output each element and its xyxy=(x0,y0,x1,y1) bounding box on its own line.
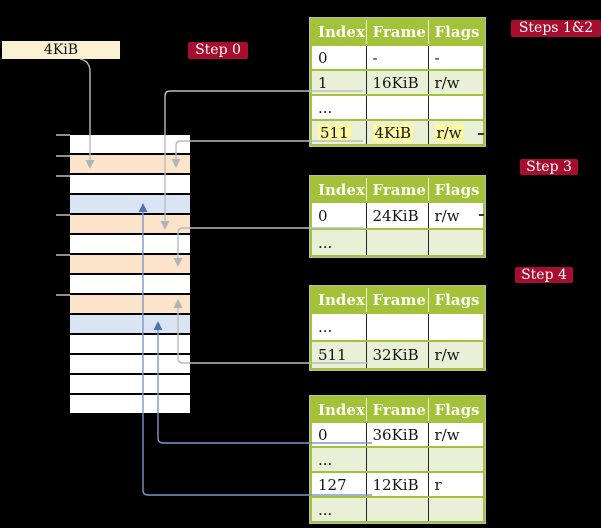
memory-row-peach xyxy=(70,255,190,273)
table-row: ... xyxy=(311,228,484,256)
memory-row-peach xyxy=(70,155,190,173)
highlighted-value: 4KiB xyxy=(372,123,414,142)
column-header: Flags xyxy=(427,396,484,422)
memory-row-peach xyxy=(70,295,190,313)
table-cell: - xyxy=(365,44,428,70)
table-cell: 0 xyxy=(311,421,366,447)
steps-1-2-badge: Steps 1&2 xyxy=(511,20,601,37)
table-cell xyxy=(365,496,428,522)
memory-row-white xyxy=(70,335,190,353)
step-4-badge: Step 4 xyxy=(515,267,573,283)
memory-row-white xyxy=(70,375,190,393)
step-0-badge: Step 0 xyxy=(188,42,248,59)
column-header: Flags xyxy=(427,176,484,202)
memory-row-white xyxy=(70,395,190,413)
column-header: Index xyxy=(311,396,366,422)
table-cell: ... xyxy=(311,228,366,256)
step-3-badge: Step 3 xyxy=(520,159,578,175)
table-cell: r/w xyxy=(427,201,484,229)
table-cell: ... xyxy=(311,496,366,522)
memory-row-white xyxy=(70,355,190,373)
table-cell xyxy=(365,228,428,256)
column-header: Flags xyxy=(427,286,484,313)
memory-row-white xyxy=(70,175,190,193)
column-header: Frame xyxy=(365,18,428,45)
table-cell: r/w xyxy=(427,421,484,447)
table-cell: r xyxy=(427,471,484,497)
table-cell xyxy=(365,446,428,472)
table-cell: 511 xyxy=(311,340,366,369)
memory-row-white xyxy=(70,135,190,153)
table-cell xyxy=(365,312,428,341)
memory-row-blue xyxy=(70,195,190,213)
table-row: ... xyxy=(311,496,484,522)
column-header: Index xyxy=(311,18,366,45)
memory-row-blue xyxy=(70,315,190,333)
memory-tick xyxy=(56,294,70,296)
table-cell: 32KiB xyxy=(365,340,428,369)
table-cell: r/w xyxy=(427,69,484,95)
table-cell: 16KiB xyxy=(365,69,428,95)
table-cell: r/w xyxy=(427,119,484,145)
size-label-4kib: 4KiB xyxy=(2,41,120,59)
column-header: Frame xyxy=(365,176,428,202)
table-cell xyxy=(427,94,484,120)
table-row: ... xyxy=(311,94,484,120)
memory-tick xyxy=(56,155,70,157)
table-cell: ... xyxy=(311,446,366,472)
table-cell: 1 xyxy=(311,69,366,95)
table-row: ... xyxy=(311,446,484,472)
table-cell: 0 xyxy=(311,201,366,229)
memory-row-white xyxy=(70,275,190,293)
memory-tick xyxy=(56,254,70,256)
memory-tick xyxy=(56,134,70,136)
memory-row-peach xyxy=(70,215,190,233)
column-header: Index xyxy=(311,176,366,202)
column-header: Frame xyxy=(365,286,428,313)
table-cell: r/w xyxy=(427,340,484,369)
table-cell xyxy=(427,228,484,256)
table-cell xyxy=(365,94,428,120)
highlighted-value: r/w xyxy=(434,123,464,142)
table-cell: 12KiB xyxy=(365,471,428,497)
table-cell: 4KiB xyxy=(365,119,428,145)
memory-column xyxy=(70,135,190,413)
table-cell: 36KiB xyxy=(365,421,428,447)
column-header: Frame xyxy=(365,396,428,422)
table-cell: 24KiB xyxy=(365,201,428,229)
table-cell: 0 xyxy=(311,44,366,70)
table-cell: 127 xyxy=(311,471,366,497)
table-cell xyxy=(427,446,484,472)
table-cell xyxy=(427,496,484,522)
table-cell xyxy=(427,312,484,341)
memory-row-white xyxy=(70,235,190,253)
table-cell: ... xyxy=(311,312,366,341)
memory-tick xyxy=(56,214,70,216)
table-cell: ... xyxy=(311,94,366,120)
column-header: Index xyxy=(311,286,366,313)
table-row: 511 4KiB r/w xyxy=(311,119,484,145)
table-row: ... xyxy=(311,312,484,341)
column-header: Flags xyxy=(427,18,484,45)
table-cell: - xyxy=(427,44,484,70)
highlighted-value: 511 xyxy=(318,123,351,142)
table-row: 0-- xyxy=(311,44,484,70)
table-cell: 511 xyxy=(311,119,366,145)
memory-tick xyxy=(56,175,70,177)
